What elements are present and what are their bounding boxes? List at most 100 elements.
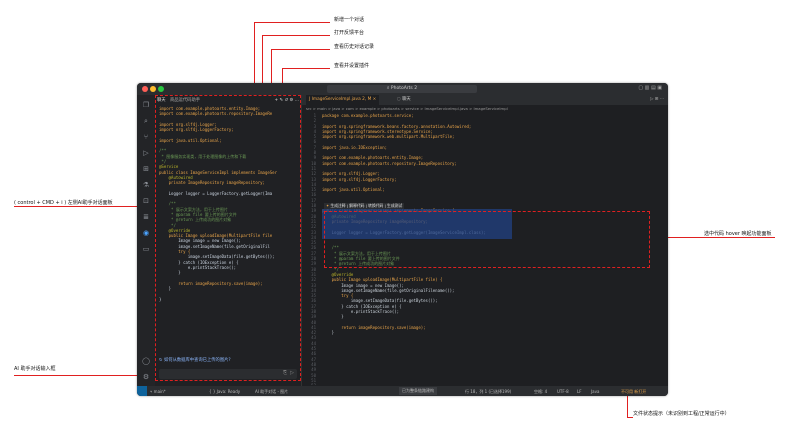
chat-code-line: image.setImageData(file.getBytes()); bbox=[159, 254, 275, 260]
line-number: 8 bbox=[313, 150, 316, 156]
line-number: 25 bbox=[311, 240, 316, 246]
ai-status[interactable]: AI 助手对话 - 图片 bbox=[255, 389, 289, 394]
history-icon[interactable]: ↺ bbox=[284, 98, 289, 103]
account-icon[interactable]: ◯ bbox=[142, 357, 150, 365]
line-number: 50 bbox=[311, 372, 316, 378]
chat-code-line: public class ImageServiceImpl implements… bbox=[159, 169, 278, 175]
chat-code-line: } bbox=[159, 286, 172, 292]
editor-code-line: * @param file 要上传的图片文件 bbox=[322, 256, 400, 262]
chat-code-line: private ImageRepository imageRepository; bbox=[159, 180, 265, 186]
tab-chat[interactable]: ◌ 聊天 bbox=[394, 95, 414, 105]
tab-close-icon[interactable]: × bbox=[372, 97, 377, 102]
line-number: 34 bbox=[311, 287, 316, 293]
search-icon[interactable]: ⌕ bbox=[144, 117, 148, 125]
annotation-line-settings-v bbox=[282, 68, 283, 96]
language-status[interactable]: Java bbox=[591, 389, 600, 394]
settings-icon[interactable]: ⚙ bbox=[289, 98, 294, 103]
more-icon[interactable]: … bbox=[294, 98, 299, 103]
testing-icon[interactable]: ⚗ bbox=[142, 181, 150, 189]
chat-header-actions: + ✎ ↺ ⚙ … bbox=[275, 97, 299, 105]
zoom-dot[interactable] bbox=[158, 86, 164, 92]
editor-actions[interactable]: ▷ ⊞ ⋯ bbox=[650, 97, 664, 102]
editor-code-line: import org.springframework.beans.factory… bbox=[322, 123, 472, 129]
annotation-line-new-chat-v bbox=[254, 22, 255, 96]
chat-code-line: import java.util.Optional; bbox=[159, 137, 222, 143]
tab-bar: J ImageServiceImpl.java 2, M × ◌ 聊天 ▷ ⊞ … bbox=[302, 95, 668, 105]
chat-input-box[interactable]: ⎘ ▷ bbox=[159, 369, 297, 379]
remote-icon[interactable]: ⊡ bbox=[143, 197, 149, 205]
editor-area: J ImageServiceImpl.java 2, M × ◌ 聊天 ▷ ⊞ … bbox=[302, 95, 668, 386]
line-number: 33 bbox=[311, 282, 316, 288]
java-file-icon: J bbox=[309, 97, 311, 102]
breadcrumb[interactable]: src > main > java > com > example > phot… bbox=[306, 106, 508, 111]
annotation-line-status-h bbox=[627, 417, 633, 418]
java-status[interactable]: { } Java: Ready bbox=[209, 389, 241, 394]
chat-code-line: * @param file 要上传的图片文件 bbox=[159, 211, 237, 217]
line-number: 14 bbox=[311, 181, 316, 187]
editor-code-line: package com.example.photoarts.service; bbox=[322, 113, 414, 118]
highlight-selection bbox=[324, 211, 650, 268]
line-number: 3 bbox=[313, 123, 316, 129]
annotation-toggle-panel: ( control + CMD + i ) 左侧AI助手对话面板 bbox=[14, 200, 113, 206]
encoding-status[interactable]: UTF-8 bbox=[557, 389, 569, 394]
annotation-history: 查看历史对话记录 bbox=[334, 44, 375, 50]
send-icon[interactable]: ▷ bbox=[290, 370, 294, 376]
annotation-line-hover bbox=[649, 237, 775, 238]
ai-assistant-icon[interactable]: ◉ bbox=[142, 229, 150, 237]
new-chat-icon[interactable]: + bbox=[274, 98, 279, 103]
database-icon[interactable]: ≣ bbox=[143, 213, 149, 221]
chat-tab-icon: ◌ bbox=[397, 97, 401, 102]
explorer-icon[interactable]: ❐ bbox=[142, 101, 150, 109]
editor-code-line: import com.example.photoarts.repository.… bbox=[322, 160, 457, 166]
branch-label: main* bbox=[153, 389, 166, 394]
attach-icon[interactable]: ⎘ bbox=[282, 370, 287, 376]
eol-status[interactable]: LF bbox=[577, 389, 582, 394]
editor-code-line: Image image = new Image(); bbox=[322, 282, 404, 288]
extensions-icon[interactable]: ⊞ bbox=[143, 165, 149, 173]
source-control-icon[interactable]: ⑂ bbox=[143, 133, 149, 141]
line-number: 22 bbox=[311, 224, 316, 230]
chat-header-title: 聊天 bbox=[157, 98, 166, 103]
editor-code-line: import org.springframework.web.multipart… bbox=[322, 134, 455, 140]
chat-code-line: @Autowired bbox=[159, 174, 193, 180]
minimize-dot[interactable] bbox=[150, 86, 156, 92]
command-search[interactable]: ⌕ PhotoArts 2 bbox=[327, 85, 477, 93]
line-number: 17 bbox=[311, 197, 316, 203]
line-number: 37 bbox=[311, 303, 316, 309]
line-number: 27 bbox=[311, 250, 316, 256]
annotation-new-chat: 新增一个对话 bbox=[334, 17, 365, 23]
branch-status[interactable]: ⑂ main* bbox=[150, 389, 166, 394]
editor-code-line: * 展示文案方法，用于上传图片 bbox=[322, 250, 391, 256]
annotation-line-input bbox=[14, 375, 155, 376]
run-debug-icon[interactable]: ▷ bbox=[143, 149, 149, 157]
center-badge[interactable]: 已为整条链路建构 bbox=[399, 387, 437, 395]
title-bar: ⌕ PhotoArts 2 ▢ ▥ ▤ ▣ bbox=[137, 83, 668, 95]
indent-status[interactable]: 空格: 4 bbox=[534, 389, 548, 394]
line-number: 29 bbox=[311, 261, 316, 267]
line-number: 47 bbox=[311, 356, 316, 362]
editor-code-line: import com.example.photoarts.entity.Imag… bbox=[322, 155, 424, 161]
cursor-position[interactable]: 行 18，列 1 (已选择199) bbox=[465, 389, 512, 394]
chat-suggestion[interactable]: ↻ 如何从数据库中查询已上传的图片? bbox=[159, 357, 231, 363]
remote-indicator[interactable] bbox=[137, 386, 147, 396]
line-number: 19 bbox=[311, 208, 316, 214]
line-number: 12 bbox=[311, 171, 316, 177]
line-number: 41 bbox=[311, 324, 316, 330]
editor-code-line: import org.springframework.stereotype.Se… bbox=[322, 128, 433, 134]
layout-icons[interactable]: ▢ ▥ ▤ ▣ bbox=[638, 85, 662, 91]
hover-action-menu[interactable]: ✦ 生成注释 | 解释代码 | 转换代码 | 生成测试 bbox=[324, 203, 405, 209]
chat-code-line: public Image uploadImage(MultipartFile f… bbox=[159, 233, 273, 239]
tab-chat-label: 聊天 bbox=[402, 97, 411, 102]
tab-image-service-label: ImageServiceImpl.java 2, M bbox=[311, 97, 372, 102]
annotation-line-new-chat bbox=[254, 22, 330, 23]
line-number: 44 bbox=[311, 340, 316, 346]
close-dot[interactable] bbox=[142, 86, 148, 92]
line-number: 43 bbox=[311, 335, 316, 341]
gear-icon[interactable]: ⚙ bbox=[142, 373, 150, 381]
tab-image-service[interactable]: J ImageServiceImpl.java 2, M × bbox=[306, 95, 380, 105]
feedback-icon[interactable]: ✎ bbox=[279, 98, 284, 103]
right-status[interactable]: 不可用 新打开 bbox=[621, 389, 647, 394]
window-title: PhotoArts 2 bbox=[390, 86, 418, 91]
chat-icon[interactable]: ▭ bbox=[142, 245, 150, 253]
